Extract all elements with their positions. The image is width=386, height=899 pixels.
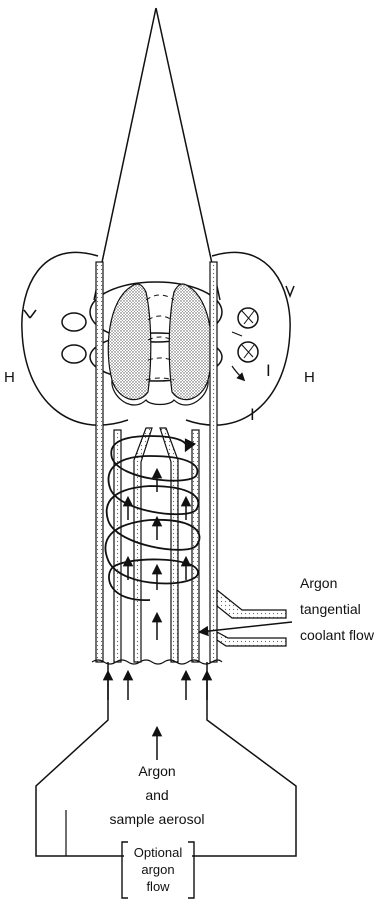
optional-label-line2: argon (141, 862, 174, 877)
aerosol-label-line3: sample aerosol (110, 811, 205, 827)
optional-label-line3: flow (146, 879, 170, 894)
coolant-label-line2: tangential (300, 601, 361, 617)
plasma-flame-cone (94, 8, 220, 300)
tube-cut-edge (92, 660, 222, 664)
aerosol-label-line1: Argon (138, 763, 175, 779)
coolant-label-line1: Argon (300, 575, 337, 591)
coolant-label-line3: coolant flow (300, 627, 375, 643)
aerosol-label-line2: and (145, 787, 168, 803)
tangential-coolant-inlet (217, 590, 286, 646)
plasma-toroid (108, 284, 211, 405)
current-label-lower: I (250, 405, 255, 424)
load-coil (62, 282, 258, 381)
injector-tube (134, 428, 178, 662)
coil-cross-section-left (62, 313, 86, 363)
magnetic-field-lines (22, 252, 294, 425)
current-label-upper: I (266, 361, 271, 380)
field-label-right: H (304, 369, 315, 386)
field-label-left: H (4, 369, 15, 386)
optional-label-line1: Optional (134, 845, 183, 860)
